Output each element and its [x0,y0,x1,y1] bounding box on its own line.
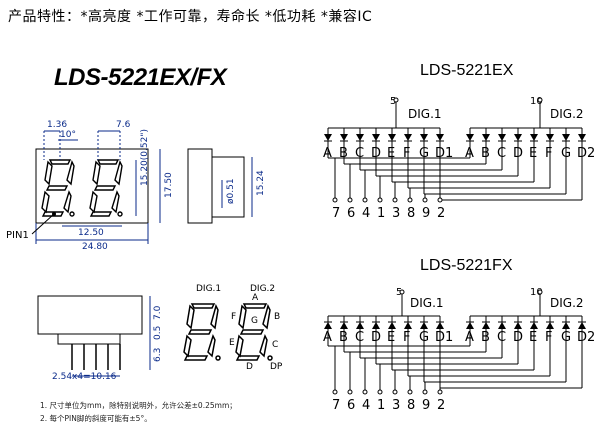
ex-seg1-label-0: A [323,146,332,161]
fx-pin-label-4: 3 [392,398,401,413]
fx-seg1-label-5: F [403,330,411,345]
fx-seg2-label-4: E [529,330,538,345]
dim-angle: 10° [60,130,76,140]
schematic-fx-dig1: DIG.1 [410,296,444,310]
fx-pin-label-6: 9 [422,398,431,413]
schematic-ex-pin5: 5 [390,96,397,107]
seg-c-label: C [272,340,279,350]
ex-pin-label-0: 7 [332,206,341,221]
seg-f-label: F [231,312,237,322]
dim-1-36: 1.36 [47,120,68,130]
schematic-ex-dig1: DIG.1 [408,107,442,121]
ex-seg1-label-1: B [339,146,348,161]
ex-pin-label-7: 2 [437,206,446,221]
ex-pin-label-6: 9 [422,206,431,221]
pin1-label: PIN1 [6,230,29,241]
fx-pin-label-0: 7 [332,398,341,413]
fx-seg1-label-4: E [387,330,396,345]
fx-seg2-label-1: B [481,330,490,345]
schematic-fx-dig2: DIG.2 [550,296,584,310]
schematic-ex-dig2: DIG.2 [550,107,584,121]
ex-seg1-label-4: E [387,146,396,161]
dim-24-80: 24.80 [82,242,108,252]
fx-pin-label-3: 1 [377,398,386,413]
dim-pitch: 2.54x4=10.16 [52,372,117,382]
dim-12-50: 12.50 [78,228,104,238]
ex-pin-label-4: 3 [392,206,401,221]
features-line: 产品特性：*高亮度 *工作可靠，寿命长 *低功耗 *兼容IC [8,9,373,25]
ex-seg1-label-5: F [403,146,411,161]
fx-pin-label-7: 2 [437,398,446,413]
ex-seg2-label-4: E [529,146,538,161]
ex-pin-label-1: 6 [347,206,356,221]
dim-7-6: 7.6 [116,120,131,130]
note-2: 2. 每个PIN脚的斜度可能有±5°。 [40,414,152,423]
ex-pin-label-3: 1 [377,206,386,221]
seg-e-label: E [229,338,235,348]
schematic-fx-pin5: 5 [396,287,403,298]
fx-pin-label-5: 8 [407,398,416,413]
note-1: 1. 尺寸单位为mm，除特别说明外，允许公差±0.25mm； [40,401,237,410]
schematic-ex-title: LDS-5221EX [420,62,514,79]
seg-dig1-label: DIG.1 [196,284,222,294]
ex-seg2-label-1: B [481,146,490,161]
seg-g-label: G [251,316,258,326]
fx-seg2-label-0: A [465,330,474,345]
ex-pin-label-5: 8 [407,206,416,221]
fx-pin-label-2: 4 [362,398,371,413]
seg-dp-label: DP [270,362,283,372]
ex-pin-label-2: 4 [362,206,371,221]
seg-a-label: A [252,293,259,303]
fx-seg1-label-1: B [339,330,348,345]
seg-dig2-label: DIG.2 [250,284,276,294]
fx-pin-label-1: 6 [347,398,356,413]
schematic-ex-pin10: 10 [530,96,543,107]
schematic-fx-pin10: 10 [530,287,543,298]
model-title: LDS-5221EX/FX [54,64,227,91]
ex-seg2-label-5: F [545,146,553,161]
fx-seg2-label-5: F [545,330,553,345]
fx-seg1-label-0: A [323,330,332,345]
seg-d-label: D [246,362,253,372]
ex-seg2-label-0: A [465,146,474,161]
schematic-fx-title: LDS-5221FX [420,257,513,274]
seg-b-label: B [274,312,281,322]
